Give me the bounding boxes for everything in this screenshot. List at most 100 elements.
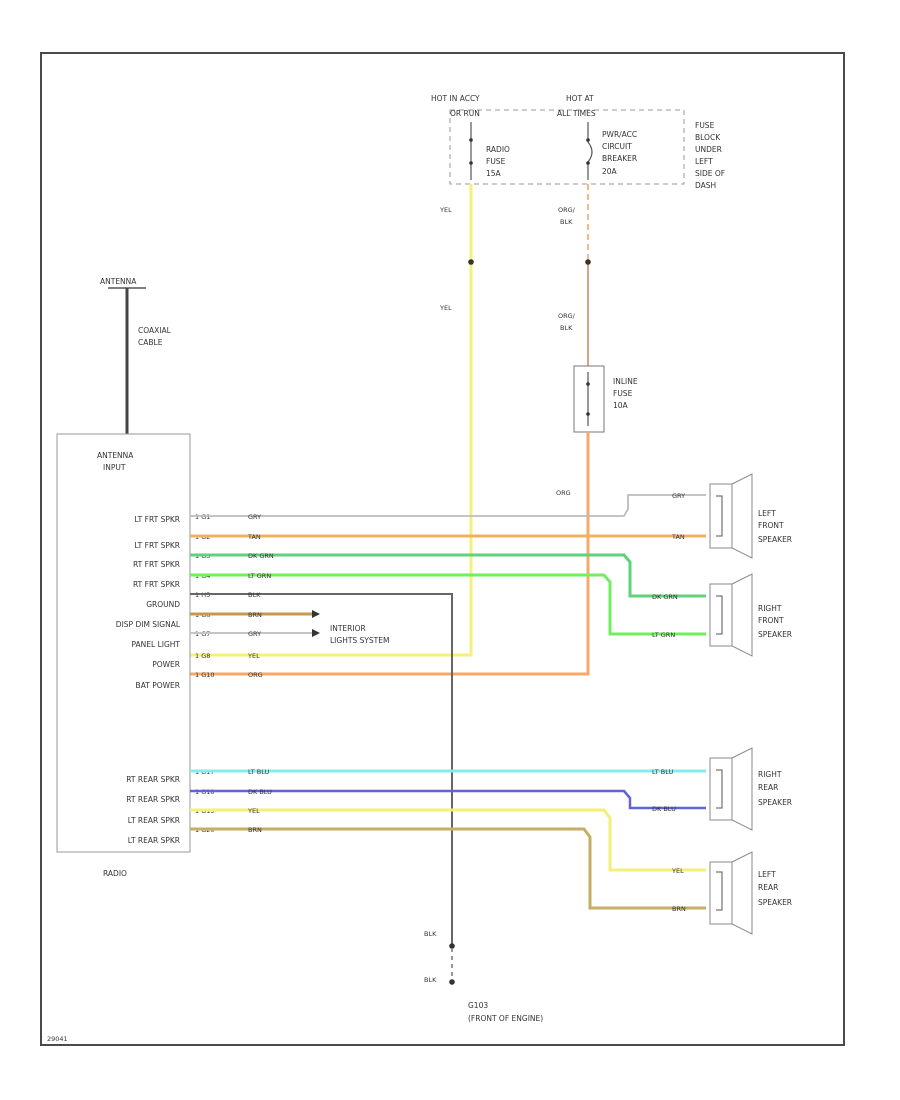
wire-ltgrn-rf [190, 573, 706, 636]
wire-label-brn-lr-spk: BRN [672, 905, 686, 913]
speaker-coil [716, 595, 723, 635]
wire-gry-lf [190, 494, 706, 517]
speaker-body [709, 757, 733, 821]
speaker-rr-line3: SPEAKER [758, 798, 792, 807]
inline-fuse-line1: INLINE [613, 377, 638, 386]
arrow-panel [312, 629, 320, 637]
speaker-lf-line2: FRONT [758, 521, 784, 530]
ground-name: G103 [468, 1001, 488, 1010]
wire-label-gry-spk: GRY [672, 492, 685, 500]
speaker-body [709, 861, 733, 925]
pin-label: RT REAR SPKR [126, 775, 180, 784]
pin-label: BAT POWER [136, 681, 180, 690]
wire-label-blk: BLK [248, 591, 261, 599]
circuit-breaker-terminal-top [586, 138, 590, 142]
speaker-coil [716, 495, 723, 537]
radio-fuse-line1: RADIO [486, 145, 510, 154]
wire-label-ltblu: LT BLU [248, 768, 270, 776]
speaker-rf-line2: FRONT [758, 616, 784, 625]
ground-g103: BLK BLK G103 (FRONT OF ENGINE) [424, 930, 543, 1023]
ground-note: (FRONT OF ENGINE) [468, 1014, 543, 1023]
wire-label-dkblu-spk: DK BLU [652, 805, 676, 813]
splice-org [585, 259, 591, 265]
ground-terminal [449, 979, 455, 985]
wire-label-tan: TAN [247, 533, 261, 541]
wire-label-dkblu: DK BLU [248, 788, 272, 796]
fuse-block-location-3: UNDER [695, 145, 722, 154]
antenna-label: ANTENNA [100, 277, 137, 286]
wire-label-ltblu-spk: LT BLU [652, 768, 674, 776]
pin-label: DISP DIM SIGNAL [116, 620, 181, 629]
wire-label-org-blk-top-1: ORG/ [558, 206, 576, 214]
fuse-block-location-5: SIDE OF [695, 169, 725, 178]
speaker-lr-line1: LEFT [758, 870, 776, 879]
wire-label-ltgrn: LT GRN [248, 572, 271, 580]
pin-circuit-number: 1 G8 [195, 652, 210, 660]
ground-splice [449, 943, 455, 949]
speaker-lr-line3: SPEAKER [758, 898, 792, 907]
radio-fuse-line2: FUSE [486, 157, 506, 166]
radio-fuse-terminal-bottom [469, 161, 473, 165]
inline-fuse-terminal-top [586, 382, 590, 386]
pin-label: GROUND [146, 600, 180, 609]
speaker-body [709, 483, 733, 549]
wire-dkgrn-rf [190, 553, 706, 598]
wire-label-org-blk-mid-1: ORG/ [558, 312, 576, 320]
pin-label: RT FRT SPKR [133, 560, 180, 569]
fuse-block-outline [449, 109, 685, 185]
pin-circuit-number: 1 G1 [195, 513, 210, 521]
coaxial-cable-line1: COAXIAL [138, 326, 172, 335]
fuse-block-location-6: DASH [695, 181, 716, 190]
wire-label-yel-lr-spk: YEL [671, 867, 684, 875]
wire-label-ltgrn-spk: LT GRN [652, 631, 675, 639]
speaker-right-rear: RIGHT REAR SPEAKER [709, 747, 792, 831]
speaker-rf-line3: SPEAKER [758, 630, 792, 639]
pin-label: RT REAR SPKR [126, 795, 180, 804]
speaker-right-front: RIGHT FRONT SPEAKER [709, 573, 792, 657]
pin-label: LT REAR SPKR [128, 836, 180, 845]
inline-fuse: INLINE FUSE 10A [573, 365, 638, 433]
speaker-lf-line3: SPEAKER [758, 535, 792, 544]
interior-line1: INTERIOR [330, 624, 366, 633]
wire-org-bat [190, 432, 590, 676]
pin-circuit-number: 1 G10 [195, 671, 215, 679]
pwr-acc-line4: 20A [602, 167, 618, 176]
speaker-cone [731, 851, 753, 935]
ground-blk-label-2: BLK [424, 976, 437, 984]
fuse-block-location-2: BLOCK [695, 133, 721, 142]
wire-label-brn-lr: BRN [248, 826, 262, 834]
hot-left-sub-label: OR RUN [450, 109, 480, 118]
speaker-cone [731, 473, 753, 559]
radio-unit: ANTENNA INPUT RADIO [56, 433, 191, 878]
circuit-breaker-terminal-bottom [586, 161, 590, 165]
speaker-rf-line1: RIGHT [758, 604, 782, 613]
speaker-cone [731, 573, 753, 657]
wire-yel-lr [190, 808, 706, 872]
circuit-breaker-element [587, 122, 593, 180]
wire-label-dkgrn: DK GRN [248, 552, 274, 560]
radio-fuse-line3: 15A [486, 169, 502, 178]
wire-label-org-bat: ORG [248, 671, 263, 679]
wire-label-yel-lr: YEL [247, 807, 260, 815]
radio-fuse-terminal-top [469, 138, 473, 142]
splice-yel [468, 259, 474, 265]
wire-label-gry-panel: GRY [248, 630, 261, 638]
wire-label-org-blk-top-2: BLK [560, 218, 573, 226]
radio-name: RADIO [103, 869, 127, 878]
wire-label-brn-dim: BRN [248, 611, 262, 619]
diagram-id: 29041 [47, 1035, 68, 1043]
arrow-dim [312, 610, 320, 618]
antenna-input-line2: INPUT [103, 463, 126, 472]
pin-label: LT REAR SPKR [128, 816, 180, 825]
pwr-acc-line3: BREAKER [602, 154, 637, 163]
fuse-block-location-4: LEFT [695, 157, 713, 166]
fuse-block-location-1: FUSE [695, 121, 715, 130]
wire-label-yel-top: YEL [439, 206, 452, 214]
pin-label: POWER [152, 660, 180, 669]
antenna-input-line1: ANTENNA [97, 451, 134, 460]
inline-fuse-body [573, 365, 605, 433]
pin-label: LT FRT SPKR [135, 541, 180, 550]
wire-label-dkgrn-spk: DK GRN [652, 593, 678, 601]
pwr-acc-line2: CIRCUIT [602, 142, 632, 151]
pin-label: RT FRT SPKR [133, 580, 180, 589]
